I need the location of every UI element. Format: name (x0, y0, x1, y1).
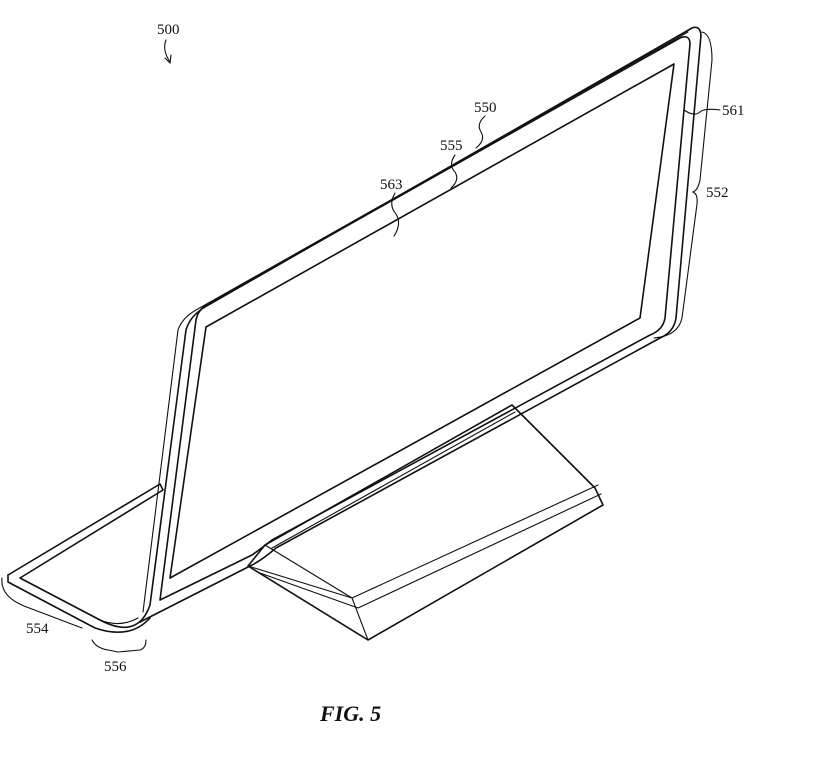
display-housing (99, 26, 702, 629)
base-foot (7, 483, 164, 634)
stand-block (247, 404, 604, 641)
label-500: 500 (157, 22, 180, 38)
label-550: 550 (474, 100, 497, 116)
label-554: 554 (26, 621, 49, 637)
leader-lines (1, 39, 721, 653)
reference-labels: 500 550 555 563 561 552 554 556 (26, 22, 745, 675)
figure-caption: FIG. 5 (319, 701, 381, 726)
label-563: 563 (380, 177, 403, 193)
label-556: 556 (104, 659, 127, 675)
computer-drawing (7, 26, 713, 641)
label-552: 552 (706, 185, 729, 201)
label-561: 561 (722, 103, 745, 119)
brace-552 (653, 31, 713, 339)
label-555: 555 (440, 138, 463, 154)
